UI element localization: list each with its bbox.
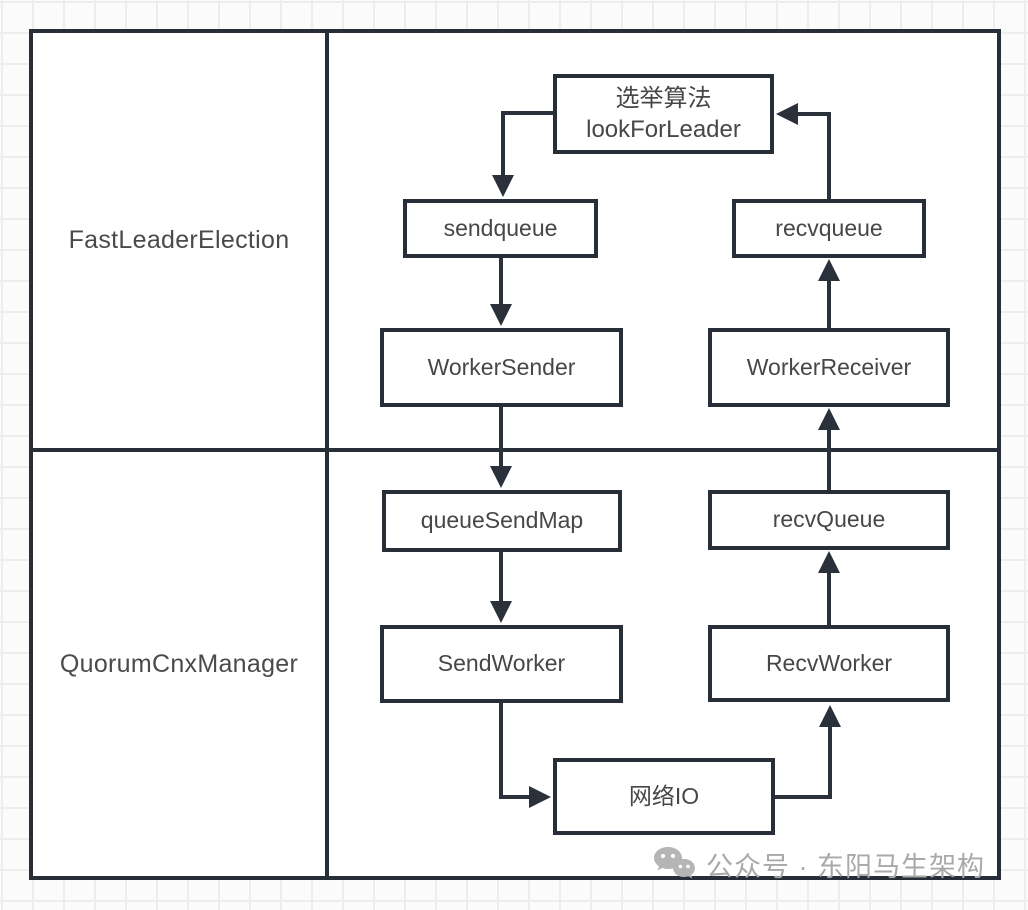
node-workerreceiver: WorkerReceiver: [708, 328, 950, 407]
node-network-io: 网络IO: [553, 758, 775, 835]
node-queuesendmap: queueSendMap: [382, 490, 622, 552]
node-election-algorithm: 选举算法 lookForLeader: [553, 74, 774, 154]
node-label: RecvWorker: [765, 649, 893, 676]
node-recvqueue-lower: recvQueue: [708, 490, 950, 550]
watermark: 公众号 · 东阳马生架构: [652, 843, 985, 885]
row-label-text: FastLeaderElection: [68, 226, 290, 254]
row-label-text: QuorumCnxManager: [59, 649, 299, 678]
node-label: 网络IO: [628, 782, 700, 809]
node-label: SendWorker: [437, 650, 566, 677]
column-divider-line: [325, 29, 329, 880]
row-label-fastleaderelection: FastLeaderElection: [33, 33, 325, 448]
row-label-quorumcnxmanager: QuorumCnxManager: [33, 452, 325, 876]
node-sendworker: SendWorker: [380, 625, 623, 703]
node-label: recvQueue: [772, 506, 886, 533]
row-divider-line: [29, 448, 1001, 452]
node-label: WorkerReceiver: [746, 353, 912, 380]
node-recvworker: RecvWorker: [708, 625, 950, 702]
node-label: sendqueue: [443, 214, 558, 241]
wechat-icon: [652, 845, 696, 883]
node-label: queueSendMap: [420, 507, 584, 534]
node-workersender: WorkerSender: [380, 328, 623, 407]
node-label: recvqueue: [775, 214, 883, 241]
node-label-cn: 选举算法: [615, 84, 712, 112]
node-sendqueue: sendqueue: [403, 199, 598, 258]
node-recvqueue: recvqueue: [732, 199, 926, 258]
node-label-en: lookForLeader: [586, 116, 741, 143]
watermark-text: 公众号 · 东阳马生架构: [706, 851, 985, 882]
node-label: WorkerSender: [427, 353, 576, 380]
